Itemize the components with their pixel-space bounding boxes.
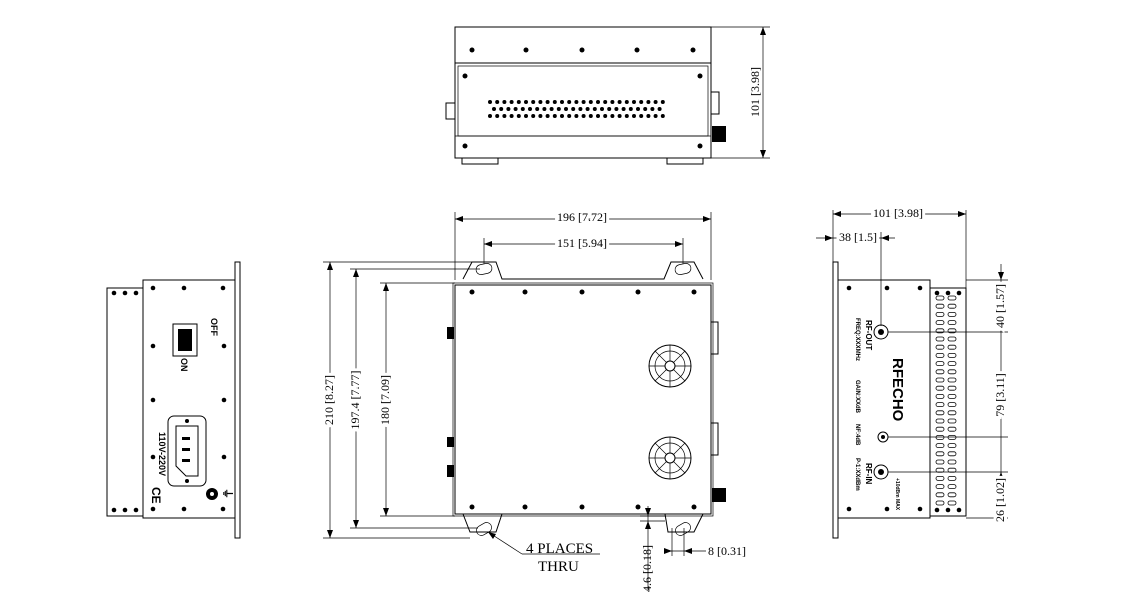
dim-height-holes: 197.4 [7.77]: [348, 371, 362, 430]
top-right-connector: [712, 126, 726, 142]
dim-slot-width: 8 [0.31]: [708, 544, 746, 558]
power-inlet: [167, 415, 207, 487]
fan-bottom: [648, 436, 692, 480]
front-screws: [469, 289, 697, 510]
nf-label: NF:4dB: [854, 424, 860, 446]
right-screws: [846, 285, 962, 513]
gain-label: GAIN:XXdB: [854, 380, 860, 414]
rf-out-label: RF-OUT: [864, 320, 873, 350]
front-view: 196 [7.72] 151 [5.94] 210 [8.27] 197.4 […: [319, 207, 746, 592]
left-screws: [111, 285, 227, 513]
dim-height-body: 180 [7.09]: [378, 375, 392, 425]
dim-side-top: 40 [1.57]: [993, 284, 1007, 328]
fan-top: [648, 344, 692, 388]
p1db-label: P-1:XXdBm: [854, 458, 860, 491]
top-screws: [462, 47, 703, 149]
heatsink-fins: [935, 295, 957, 506]
dim-side-offset: 38 [1.5]: [839, 230, 877, 244]
dim-height-total: 210 [8.27]: [322, 375, 336, 425]
switch-off-label: OFF: [209, 318, 219, 336]
max-input-label: +10dBm MAX: [894, 478, 900, 511]
vent-holes: [488, 100, 665, 118]
left-side-view: OFF ON 110V-220V CE ⏚: [106, 261, 241, 539]
ce-mark: CE: [149, 487, 163, 504]
dim-port-spacing: 79 [3.11]: [993, 373, 1007, 417]
dim-side-width: 101 [3.98]: [873, 206, 923, 220]
note-thru: THRU: [538, 559, 579, 575]
dim-hole-spacing: 151 [5.94]: [557, 236, 607, 250]
freq-label: FREQ:XXXMHz: [854, 318, 860, 361]
dim-flange-thickness: 4.6 [0.18]: [640, 545, 654, 592]
voltage-label: 110V-220V: [157, 432, 167, 476]
ground-symbol-icon: ⏚: [221, 488, 234, 499]
switch-on-label: ON: [179, 358, 189, 372]
top-view: 101 [3.98]: [445, 26, 770, 165]
top-left-connector: [445, 102, 456, 120]
brand-label: RFECHO: [889, 358, 906, 422]
dim-front-width: 196 [7.72]: [557, 210, 607, 224]
note-4-places: 4 PLACES: [526, 541, 593, 557]
right-side-view: RFECHO RF-OUT FREQ:XXXMHz GAIN:XXdB NF:4…: [816, 203, 1010, 539]
dim-top-height: 101 [3.98]: [748, 67, 762, 117]
rf-in-label: RF-IN: [864, 463, 873, 485]
dim-side-bottom: 26 [1.02]: [993, 478, 1007, 522]
power-switch: [172, 323, 198, 357]
